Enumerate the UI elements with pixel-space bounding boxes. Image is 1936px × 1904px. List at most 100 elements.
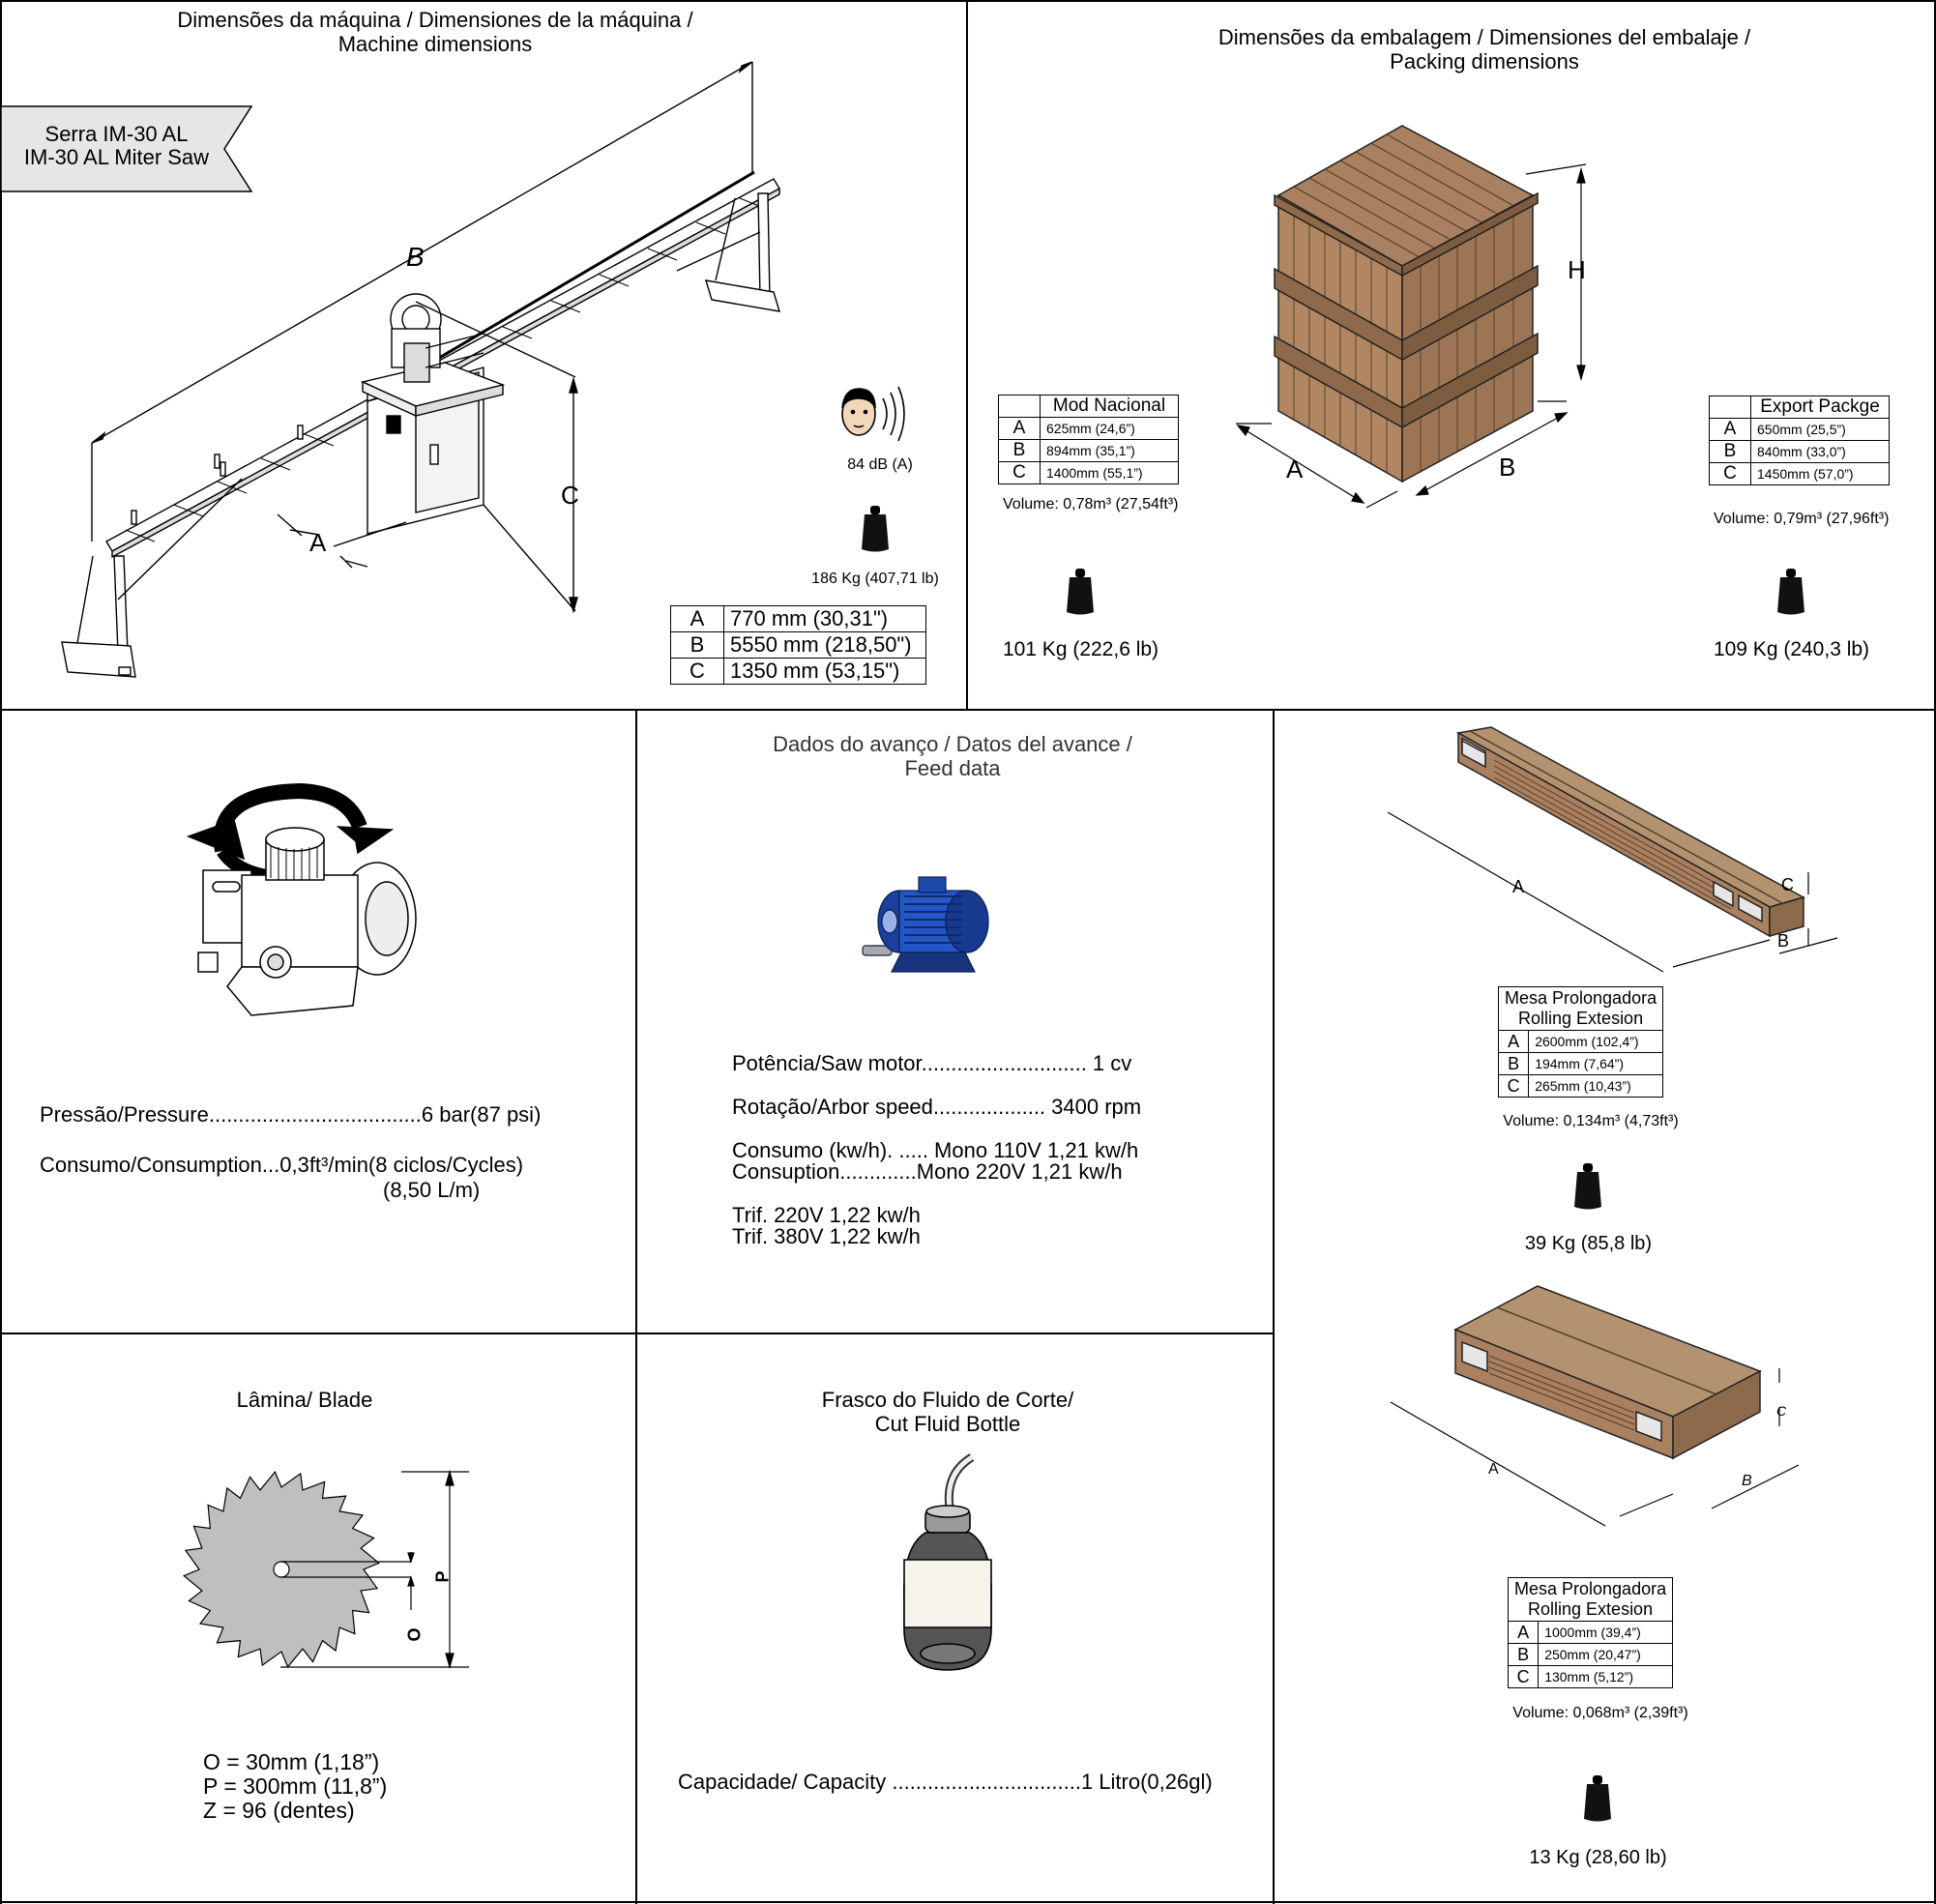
- table-row: Mod Nacional: [998, 395, 1179, 418]
- export-weight: 109 Kg (240,3 lb): [1713, 638, 1870, 660]
- dim-key: B: [998, 439, 1041, 462]
- divider-mid-vertical-1: [635, 709, 637, 1904]
- dim-key: B: [670, 631, 724, 659]
- saw-motor-line: Potência/Saw motor......................…: [732, 1051, 1132, 1075]
- divider-top-vertical: [966, 0, 968, 711]
- table-row: B 194mm (7,64”): [1497, 1052, 1664, 1075]
- dim-value: 2600mm (102,4”): [1528, 1030, 1664, 1053]
- fluid-title-line2: Cut Fluid Bottle: [874, 1412, 1021, 1436]
- national-volume: Volume: 0,78m³ (27,54ft³): [1003, 496, 1179, 513]
- divider-row1: [0, 709, 1936, 711]
- packing-label-h: H: [1568, 255, 1586, 284]
- blade-label-o: O: [404, 1627, 425, 1642]
- export-volume: Volume: 0,79m³ (27,96ft³): [1714, 511, 1890, 527]
- blade-title: Lâmina/ Blade: [236, 1388, 373, 1412]
- table-row: A 2600mm (102,4”): [1497, 1030, 1664, 1053]
- packing-label-a: A: [1286, 454, 1304, 483]
- blade-teeth-line: Z = 96 (dentes): [203, 1798, 355, 1823]
- table-row: C 1350 mm (53,15"): [670, 658, 926, 685]
- model-tag-line2: IM-30 AL Miter Saw: [23, 145, 210, 169]
- fluid-title: Frasco do Fluido de Corte/ Cut Fluid Bot…: [754, 1388, 1141, 1436]
- machine-title-line1: Dimensões da máquina / Dimensiones de la…: [177, 8, 693, 32]
- motor-illustration: [862, 876, 989, 973]
- packing-title-line2: Packing dimensions: [1390, 49, 1579, 73]
- national-pack-header: Mod Nacional: [1040, 395, 1179, 418]
- trif380-line: Trif. 380V 1,22 kw/h: [732, 1224, 921, 1248]
- consumption-mono220-line: Consuption.............Mono 220V 1,21 kw…: [732, 1159, 1123, 1184]
- extension2-volume: Volume: 0,068m³ (2,39ft³): [1512, 1705, 1688, 1721]
- pressure-line: Pressão/Pressure........................…: [40, 1102, 542, 1127]
- model-tag-line1: Serra IM-30 AL: [44, 122, 189, 146]
- model-tag: Serra IM-30 AL IM-30 AL Miter Saw: [8, 123, 225, 169]
- table-row: C 1400mm (55,1”): [998, 461, 1179, 484]
- divider-mid-vertical-2: [1273, 709, 1275, 1904]
- consumption-mono110-line: Consumo (kw/h). ..... Mono 110V 1,21 kw/…: [732, 1138, 1139, 1162]
- dim-value: 840mm (33,0”): [1750, 440, 1890, 463]
- consumption-line: Consumo/Consumption...0,3ft³/min(8 ciclo…: [40, 1153, 524, 1177]
- dim-key: A: [1507, 1621, 1540, 1644]
- machine-dims-table: A 770 mm (30,31") B 5550 mm (218,50") C …: [670, 605, 926, 685]
- extension1-header-line2: Rolling Extesion: [1518, 1009, 1644, 1028]
- dim-value: 1450mm (57,0”): [1750, 462, 1890, 485]
- ext1-label-a: A: [1512, 877, 1525, 896]
- export-pack-table: Export Packge A 650mm (25,5”) B 840mm (3…: [1709, 395, 1890, 485]
- dim-key: A: [670, 605, 724, 632]
- table-row: A 770 mm (30,31"): [670, 605, 926, 632]
- table-row: C 130mm (5,12”): [1507, 1665, 1674, 1688]
- consumption-liters: (8,50 L/m): [383, 1178, 481, 1202]
- outer-border-left: [0, 0, 2, 1904]
- table-row: Mesa Prolongadora Rolling Extesion: [1507, 1577, 1674, 1622]
- dim-value: 265mm (10,43”): [1528, 1074, 1664, 1098]
- packing-title: Dimensões da embalagem / Dimensiones del…: [1160, 25, 1808, 73]
- noise-level: 84 dB (A): [847, 456, 913, 473]
- dim-value: 894mm (35,1”): [1040, 439, 1179, 462]
- dim-value: 770 mm (30,31"): [723, 605, 926, 632]
- dim-key: A: [998, 417, 1041, 440]
- outer-border-right: [1934, 0, 1936, 1904]
- table-row: B 894mm (35,1”): [998, 439, 1179, 462]
- fluid-capacity-line: Capacidade/ Capacity ...................…: [678, 1770, 1213, 1794]
- machine-label-a: A: [309, 528, 327, 557]
- fluid-title-line1: Frasco do Fluido de Corte/: [821, 1388, 1074, 1412]
- ext2-label-a: A: [1488, 1461, 1499, 1478]
- national-weight: 101 Kg (222,6 lb): [1002, 638, 1159, 660]
- weight-icon: [1574, 1163, 1601, 1210]
- blade-diameter-line: P = 300mm (11,8”): [203, 1773, 388, 1799]
- dim-key: A: [1709, 418, 1751, 441]
- ext1-label-c: C: [1781, 875, 1794, 894]
- extension2-weight: 13 Kg (28,60 lb): [1529, 1847, 1667, 1868]
- dim-value: 1400mm (55,1”): [1040, 461, 1179, 484]
- dim-value: 130mm (5,12”): [1538, 1665, 1674, 1688]
- weight-icon: [1584, 1775, 1611, 1822]
- table-blank-cell: [1709, 395, 1751, 419]
- table-row: Mesa Prolongadora Rolling Extesion: [1497, 986, 1664, 1031]
- feed-title: Dados do avanço / Datos del avance / Fee…: [735, 732, 1170, 780]
- feed-title-line2: Feed data: [904, 756, 1001, 780]
- export-pack-header: Export Packge: [1750, 395, 1890, 419]
- extension-box-2-illustration: [1390, 1285, 1800, 1527]
- dim-key: C: [670, 658, 724, 685]
- ext1-label-b: B: [1777, 931, 1790, 951]
- dim-value: 1350 mm (53,15"): [723, 658, 926, 685]
- extension-box-1-illustration: [1387, 726, 1838, 973]
- extension2-header: Mesa Prolongadora Rolling Extesion: [1507, 1577, 1674, 1622]
- outer-border-bottom: [0, 1901, 1936, 1903]
- weight-icon: [1777, 569, 1804, 615]
- saw-blade-illustration: [183, 1469, 469, 1670]
- table-row: B 840mm (33,0”): [1709, 440, 1890, 463]
- trif220-line: Trif. 220V 1,22 kw/h: [732, 1203, 921, 1227]
- extension1-weight: 39 Kg (85,8 lb): [1524, 1233, 1653, 1254]
- ext2-label-b: B: [1742, 1473, 1752, 1489]
- dim-key: C: [998, 461, 1041, 484]
- divider-row2: [0, 1333, 1275, 1334]
- ext2-label-c: C: [1776, 1403, 1787, 1419]
- table-row: C 1450mm (57,0”): [1709, 462, 1890, 485]
- dim-key: C: [1507, 1665, 1540, 1688]
- crate-illustration: [1236, 125, 1587, 509]
- dim-value: 5550 mm (218,50"): [723, 631, 926, 659]
- pressure-regulator-illustration: [186, 782, 417, 1016]
- dim-key: B: [1497, 1052, 1530, 1075]
- blade-label-p: P: [432, 1570, 453, 1583]
- extension1-header-line1: Mesa Prolongadora: [1505, 988, 1657, 1008]
- hearing-face-icon: [841, 386, 905, 442]
